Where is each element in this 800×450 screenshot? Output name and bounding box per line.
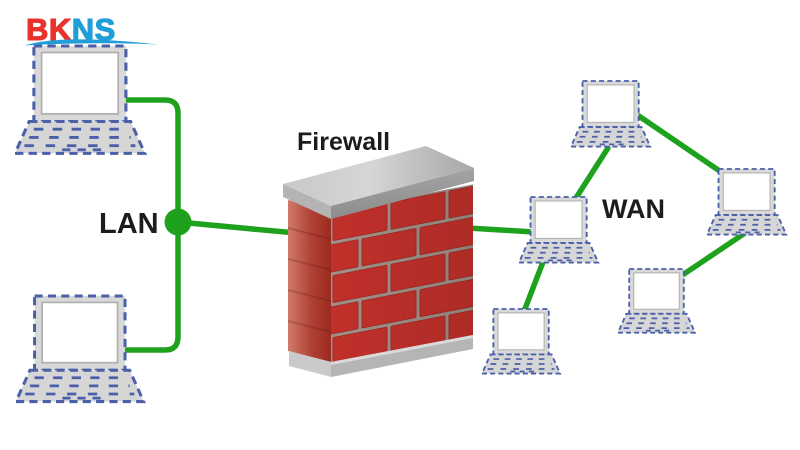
wan-laptop-hub xyxy=(518,196,600,264)
wan-laptop-bottom xyxy=(481,308,562,375)
wan-laptop-top xyxy=(570,80,652,148)
firewall-cap xyxy=(283,146,474,219)
firewall-wall-front xyxy=(331,184,473,363)
logo: BKNS xyxy=(25,11,158,48)
firewall-base xyxy=(289,335,473,377)
link-wan-right-to-bottom-right xyxy=(678,230,748,279)
link-wan-hub-to-top xyxy=(571,145,611,204)
link-wan-hub-to-bottom xyxy=(520,259,546,317)
lan-laptop-1 xyxy=(13,44,147,155)
firewall-wall-side xyxy=(288,200,331,362)
wan-laptop-right xyxy=(706,168,788,236)
wan-laptop-bottom-right xyxy=(617,268,696,334)
firewall-graphic xyxy=(283,146,474,377)
label-firewall: Firewall xyxy=(297,128,390,156)
link-junction-to-firewall xyxy=(175,219,299,236)
lan-junction-dot xyxy=(164,208,192,236)
link-wan-top-to-right xyxy=(630,109,727,177)
lan-laptop-2 xyxy=(14,294,146,404)
label-lan: LAN xyxy=(99,208,159,240)
logo-swoosh xyxy=(25,39,158,46)
link-firewall-to-wan-hub xyxy=(465,225,537,235)
label-wan: WAN xyxy=(602,194,665,224)
